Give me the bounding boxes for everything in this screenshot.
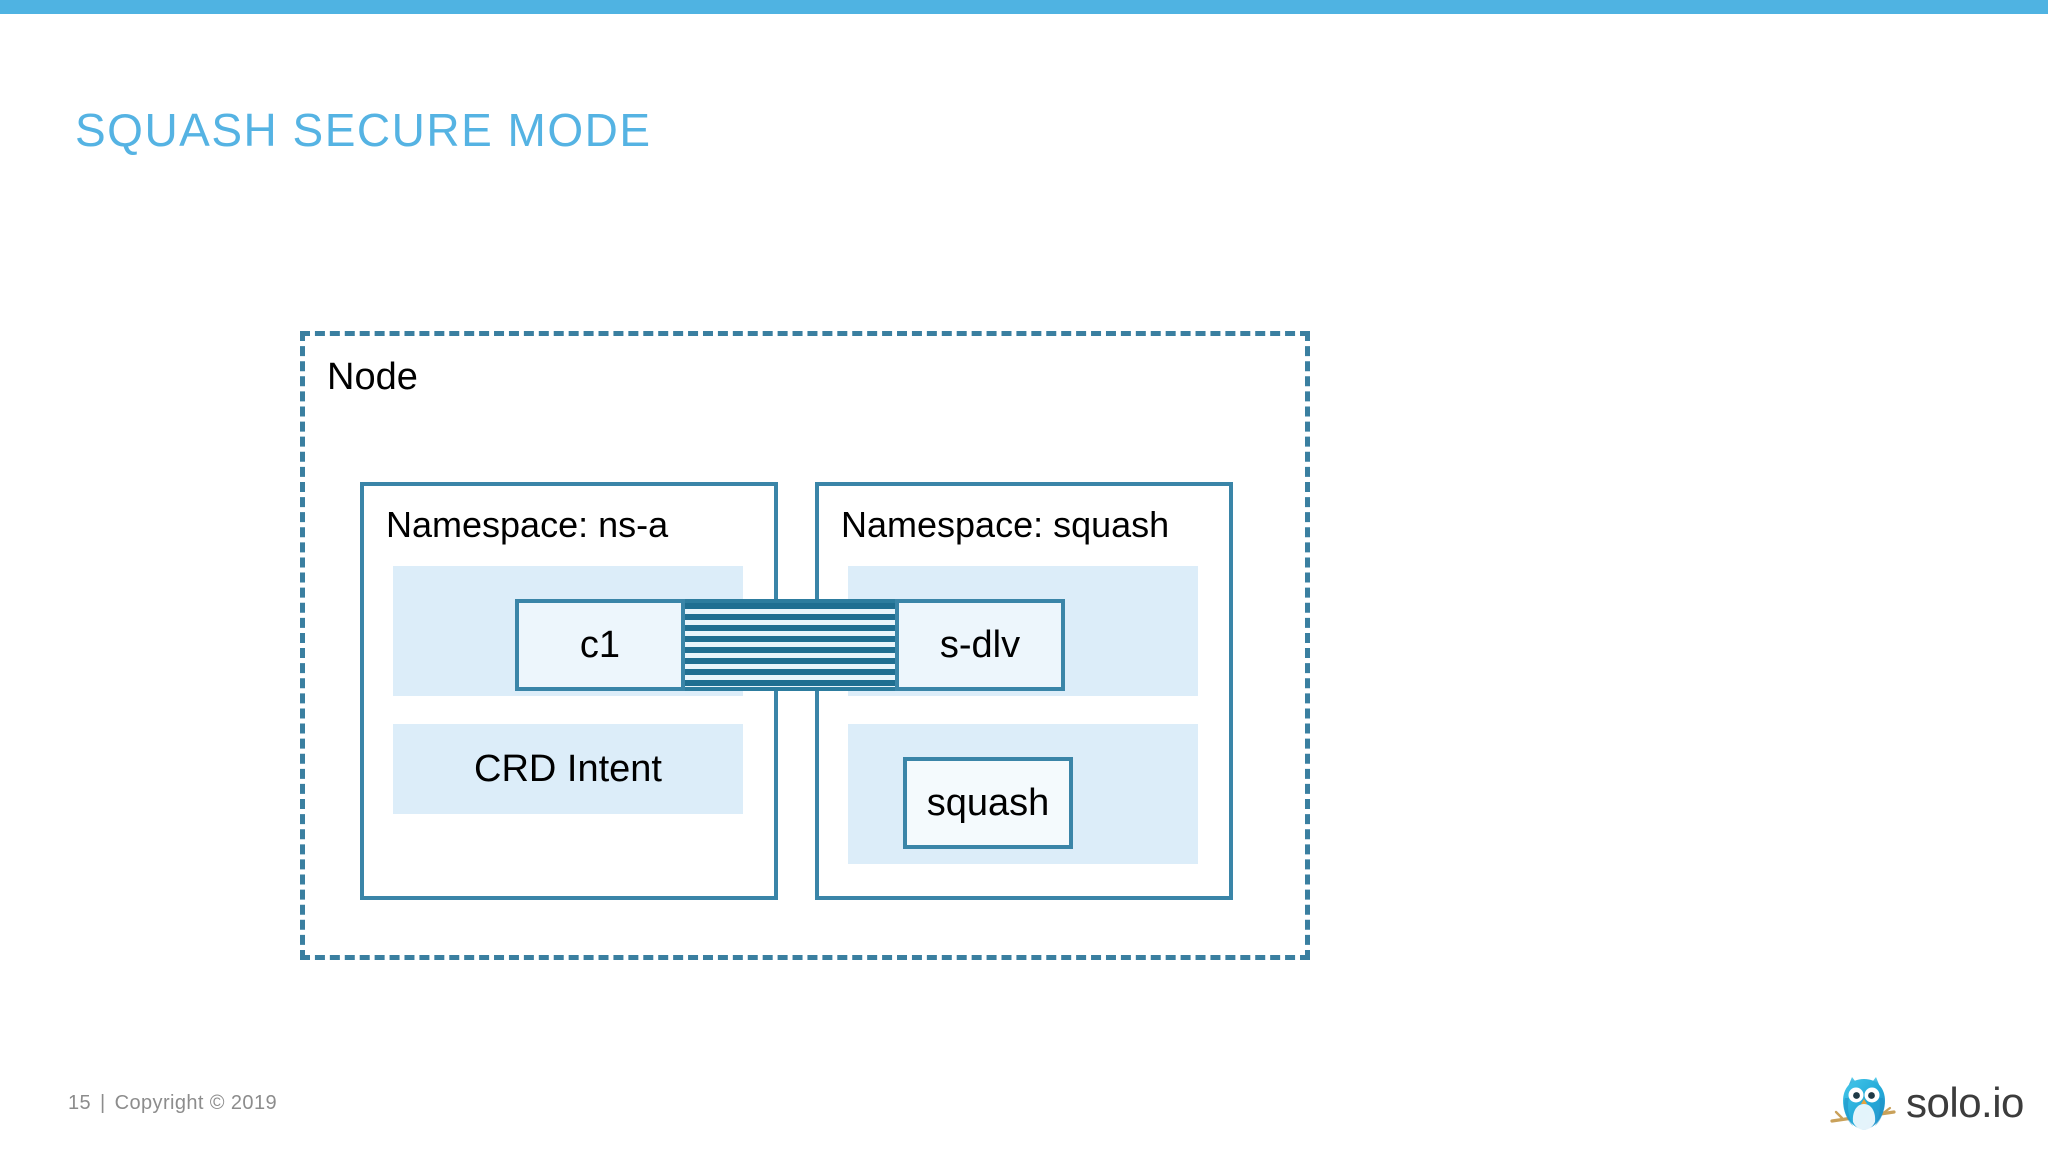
brand-logo: solo.io	[1828, 1068, 2024, 1140]
owl-logo-icon	[1830, 1077, 1896, 1130]
footer: 15 | Copyright © 2019	[68, 1092, 277, 1115]
brand-wordmark: solo.io	[1906, 1079, 2024, 1126]
page-title: SQUASH SECURE MODE	[75, 104, 652, 156]
striped-connector	[681, 599, 899, 691]
pod-c1: c1	[515, 599, 685, 691]
pod-squash: squash	[903, 757, 1073, 849]
top-accent-bar	[0, 0, 2048, 14]
crd-intent-item: CRD Intent	[474, 747, 662, 790]
footer-page-number: 15	[68, 1092, 92, 1114]
node-label: Node	[327, 356, 418, 398]
namespace-ns-a-label: Namespace: ns-a	[386, 504, 669, 545]
node-container: Node Namespace: ns-a Namespace: squash C…	[300, 331, 1310, 960]
footer-separator: |	[100, 1092, 106, 1114]
namespace-squash-label: Namespace: squash	[841, 504, 1170, 545]
footer-copyright: Copyright © 2019	[114, 1092, 277, 1114]
band-ns-a-crd-row	[393, 724, 743, 814]
pod-s-dlv: s-dlv	[895, 599, 1065, 691]
